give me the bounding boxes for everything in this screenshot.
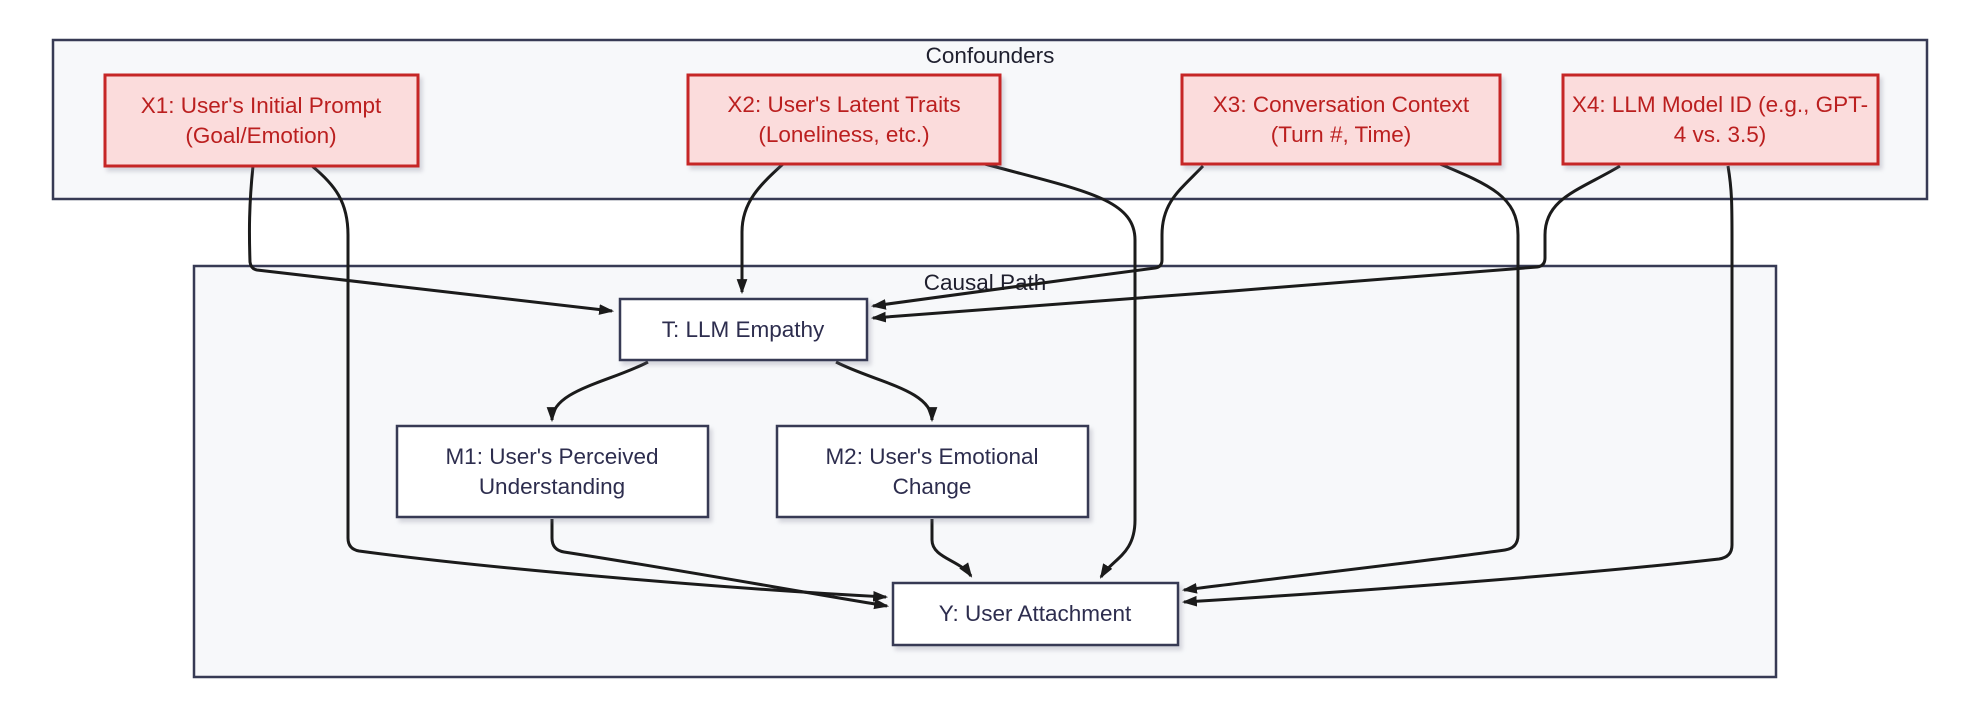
edge-x2-y [984, 162, 1137, 579]
node-x4-box [1561, 73, 1880, 166]
node-x2-label-line2: (Loneliness, etc.) [758, 122, 929, 147]
edge-x4-y [1181, 165, 1734, 607]
edge-x4-t [870, 164, 1621, 323]
node-t-box [618, 297, 869, 362]
node-x3-box [1180, 73, 1502, 166]
node-m1-box [395, 424, 710, 519]
node-x2: X2: User's Latent Traits (Loneliness, et… [686, 73, 1002, 166]
node-t: T: LLM Empathy [618, 297, 869, 362]
edge-x1-t [247, 165, 615, 315]
node-m2: M2: User's Emotional Change [775, 424, 1090, 519]
node-x1-box [103, 73, 420, 168]
node-x1-label-line1: X1: User's Initial Prompt [141, 93, 382, 118]
node-x3-label-line2: (Turn #, Time) [1271, 122, 1411, 147]
node-x4: X4: LLM Model ID (e.g., GPT- 4 vs. 3.5) [1561, 73, 1880, 166]
node-x2-label-line1: X2: User's Latent Traits [727, 92, 960, 117]
cluster-confounders-label: Confounders [926, 43, 1055, 68]
node-y-label: Y: User Attachment [939, 601, 1132, 626]
node-m2-label-line2: Change [893, 474, 972, 499]
node-x1-label-line2: (Goal/Emotion) [185, 123, 336, 148]
node-x3-label-line1: X3: Conversation Context [1213, 92, 1470, 117]
node-y-box [891, 581, 1180, 647]
node-x4-label-line1: X4: LLM Model ID (e.g., GPT- [1572, 92, 1868, 117]
node-m1: M1: User's Perceived Understanding [395, 424, 710, 519]
node-x3: X3: Conversation Context (Turn #, Time) [1180, 73, 1502, 166]
edge-m2-y [930, 519, 973, 578]
node-m1-label-line1: M1: User's Perceived [445, 444, 658, 469]
node-t-label: T: LLM Empathy [662, 317, 825, 342]
node-m2-box [775, 424, 1090, 519]
edge-t-m1 [546, 360, 649, 423]
node-m1-label-line2: Understanding [479, 474, 625, 499]
node-y: Y: User Attachment [891, 581, 1180, 647]
node-x4-label-line2: 4 vs. 3.5) [1674, 122, 1767, 147]
node-x1: X1: User's Initial Prompt (Goal/Emotion) [103, 73, 420, 168]
edge-x2-t [736, 162, 785, 295]
node-x2-box [686, 73, 1002, 166]
edge-m1-y [550, 519, 890, 610]
node-m2-label-line1: M2: User's Emotional [825, 444, 1038, 469]
edge-x1-y [311, 164, 889, 602]
edge-x3-t [870, 164, 1205, 310]
edge-t-m2 [835, 360, 938, 423]
edge-x3-y [1181, 162, 1520, 594]
